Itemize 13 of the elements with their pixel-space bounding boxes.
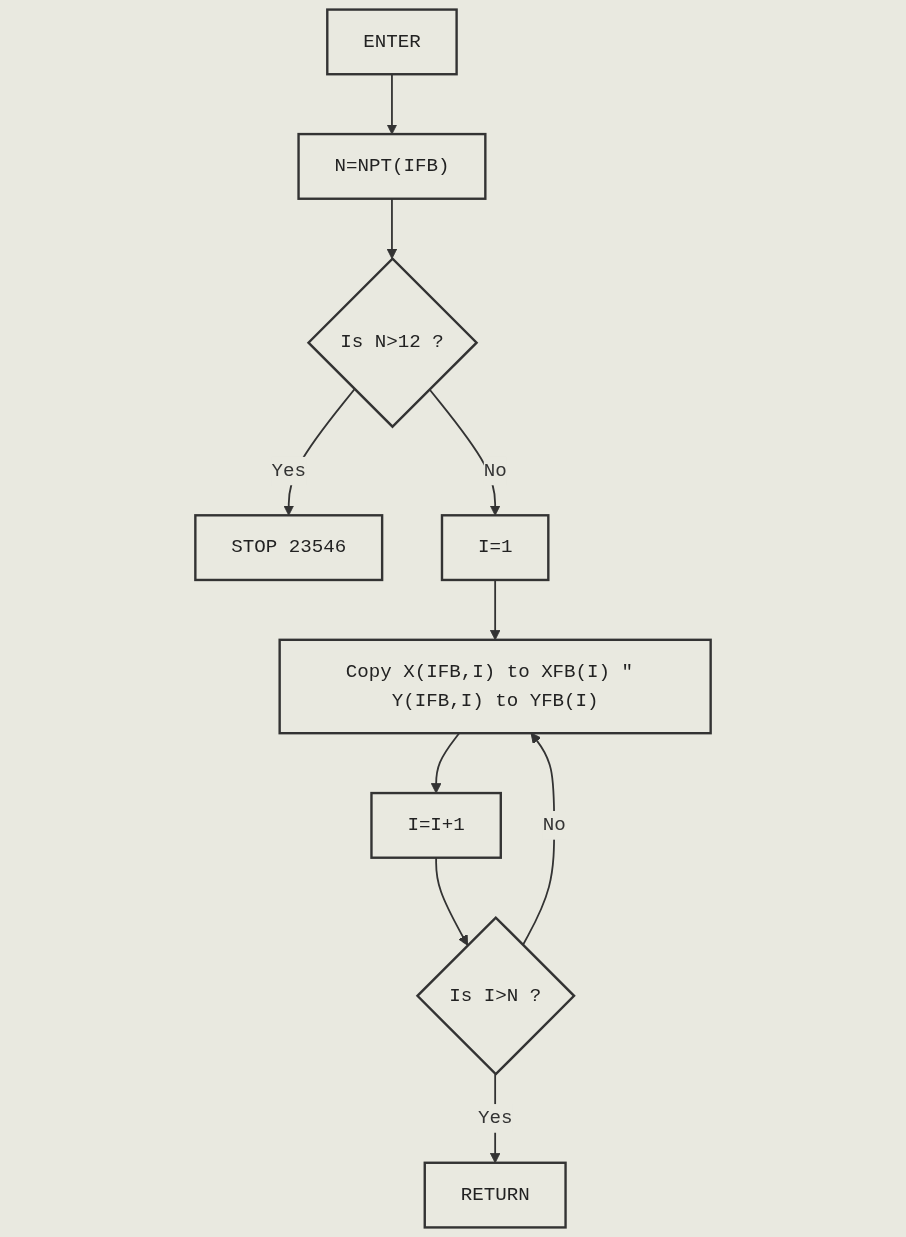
node-box: I=I+1 xyxy=(370,791,502,859)
edge-label: No xyxy=(542,814,566,837)
node-diamond: Is I>N ? xyxy=(415,915,576,1076)
node-box: Copy X(IFB,I) to XFB(I) " Y(IFB,I) to YFB(I) xyxy=(278,638,712,735)
node-box: STOP 23546 xyxy=(194,514,384,582)
edge-label: Yes xyxy=(271,460,306,482)
edge-label: Yes xyxy=(477,1107,513,1130)
node-box: I=1 xyxy=(440,514,550,582)
node-box: N=NPT(IFB) xyxy=(297,132,487,200)
edge-label: No xyxy=(483,460,507,482)
node-diamond: Is N>12 ? xyxy=(306,256,479,429)
node-box: ENTER xyxy=(326,8,458,76)
node-box: RETURN xyxy=(423,1161,567,1229)
